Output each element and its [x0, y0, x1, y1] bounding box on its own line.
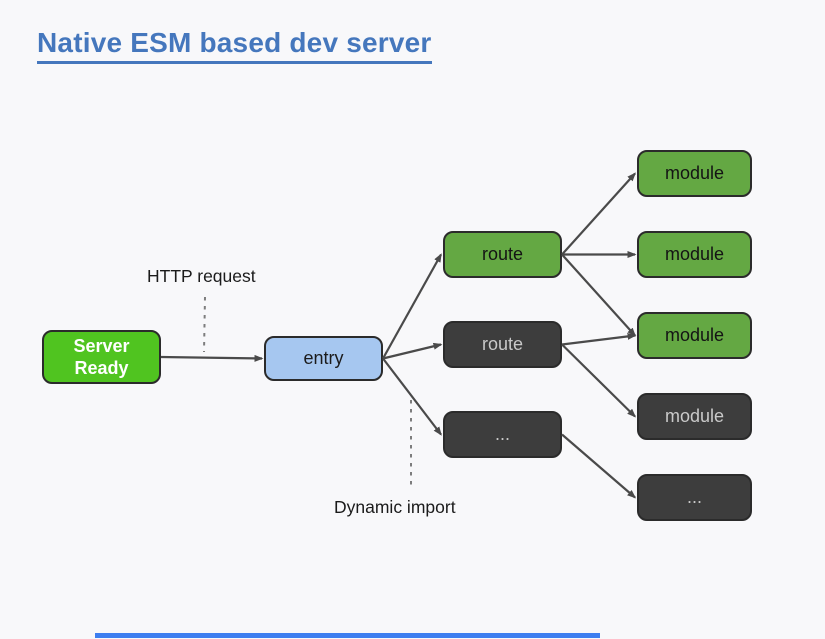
- node-entry: entry: [264, 336, 383, 381]
- arrow-route_2-to-module_3: [561, 332, 637, 346]
- node-module-4-label: module: [664, 406, 725, 426]
- slide-title: Native ESM based dev server: [37, 27, 432, 64]
- arrow-group: [160, 172, 637, 499]
- dynamic-import-label: Dynamic import: [334, 497, 456, 517]
- arrow-route_2-to-module_4: [561, 343, 637, 418]
- video-progress-bar[interactable]: [95, 633, 600, 638]
- node-module-3: module: [637, 312, 752, 359]
- arrow-server_ready-to-entry: [160, 354, 264, 362]
- node-module-3-label: module: [664, 325, 725, 345]
- node-server-ready-label: Server Ready: [73, 335, 130, 379]
- node-more-routes-label: ...: [494, 424, 510, 444]
- arrow-route_1-to-module_1: [561, 172, 637, 256]
- node-module-2-label: module: [664, 244, 725, 264]
- node-entry-label: entry: [303, 348, 344, 368]
- arrow-entry-to-route_1: [382, 253, 442, 360]
- node-more-routes: ...: [443, 411, 562, 458]
- node-module-1-label: module: [664, 163, 725, 183]
- arrow-entry-to-more_routes: [382, 357, 442, 436]
- node-module-2: module: [637, 231, 752, 278]
- http-request-leader-line: [203, 296, 206, 353]
- node-route-1: route: [443, 231, 562, 278]
- node-more-modules: ...: [637, 474, 752, 521]
- node-more-modules-label: ...: [686, 487, 702, 507]
- node-route-2: route: [443, 321, 562, 368]
- arrow-entry-to-route_2: [382, 342, 443, 360]
- node-module-1: module: [637, 150, 752, 197]
- node-server-ready: Server Ready: [42, 330, 161, 384]
- arrow-more_routes-to-more_modules: [561, 433, 637, 499]
- node-route-2-label: route: [481, 334, 524, 354]
- node-route-1-label: route: [481, 244, 524, 264]
- arrow-route_1-to-module_3: [561, 253, 637, 337]
- http-request-label: HTTP request: [147, 266, 256, 286]
- node-module-4: module: [637, 393, 752, 440]
